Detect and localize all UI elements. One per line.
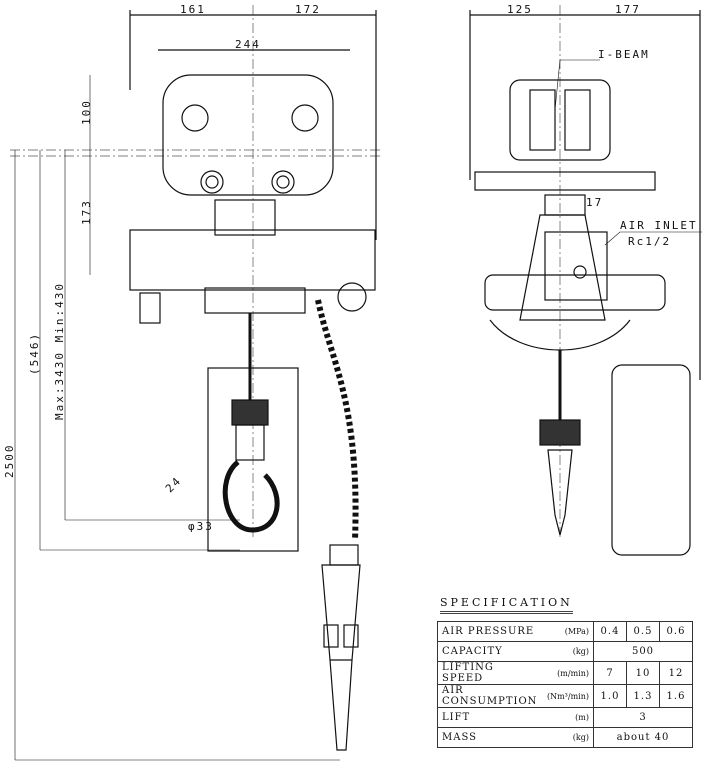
dim-172: 172 xyxy=(295,3,321,16)
cell-value: 10 xyxy=(626,661,660,685)
pendant-control xyxy=(321,564,361,661)
chain-bucket xyxy=(207,367,299,552)
specification-title: SPECIFICATION xyxy=(440,596,573,614)
row-label: LIFT xyxy=(436,707,543,728)
cell-value: 12 xyxy=(659,661,693,685)
cell-value: 1.0 xyxy=(593,684,627,708)
row-label: CAPACITY xyxy=(436,641,543,662)
dim-161: 161 xyxy=(180,3,206,16)
cell-value: about 40 xyxy=(593,727,693,748)
table-row: LIFT(m)3 xyxy=(436,707,693,728)
air-inlet-label: AIR INLET xyxy=(620,219,698,232)
chain-bucket-side xyxy=(611,364,691,556)
dim-2500: 2500 xyxy=(3,443,16,479)
dim-546-ref: (546) xyxy=(28,331,41,375)
dim-177: 177 xyxy=(615,3,641,16)
front-view xyxy=(14,10,377,761)
row-label: AIR PRESSURE xyxy=(436,621,543,642)
cell-value: 0.4 xyxy=(593,621,627,642)
row-label: MASS xyxy=(436,727,543,748)
inlet-thread-label: Rc1/2 xyxy=(628,235,672,248)
row-unit: (kg) xyxy=(542,641,594,662)
table-row: CAPACITY(kg)500 xyxy=(436,641,693,662)
row-unit: (m/min) xyxy=(542,661,594,685)
dkk-logo xyxy=(337,282,367,312)
side-view xyxy=(469,10,702,556)
table-row: MASS(kg)about 40 xyxy=(436,727,693,748)
row-unit: (kg) xyxy=(542,727,594,748)
dim-stroke: Max:3430 Min:430 xyxy=(53,282,66,420)
row-unit: (MPa) xyxy=(542,621,594,642)
row-unit: (m) xyxy=(542,707,594,728)
cell-value: 1.6 xyxy=(659,684,693,708)
centerlines xyxy=(10,5,561,540)
row-label: AIR CONSUMPTION xyxy=(436,684,543,708)
dim-244: 244 xyxy=(235,38,261,51)
motor-body xyxy=(129,229,376,291)
dim-173: 173 xyxy=(80,199,93,225)
air-inlet-block xyxy=(544,231,608,301)
cell-value: 7 xyxy=(593,661,627,685)
i-beam-label: I-BEAM xyxy=(598,48,650,61)
dim-100: 100 xyxy=(80,99,93,125)
cell-value: 3 xyxy=(593,707,693,728)
row-label: LIFTING SPEED xyxy=(436,661,543,685)
cell-value: 500 xyxy=(593,641,693,662)
row-unit: (Nm³/min) xyxy=(542,684,594,708)
dim-17: 17 xyxy=(586,196,604,209)
cell-value: 0.6 xyxy=(659,621,693,642)
trolley-plate xyxy=(162,74,334,196)
cell-value: 0.5 xyxy=(626,621,660,642)
cell-value: 1.3 xyxy=(626,684,660,708)
dim-125: 125 xyxy=(507,3,533,16)
dim-hook-dia: φ33 xyxy=(188,520,214,533)
